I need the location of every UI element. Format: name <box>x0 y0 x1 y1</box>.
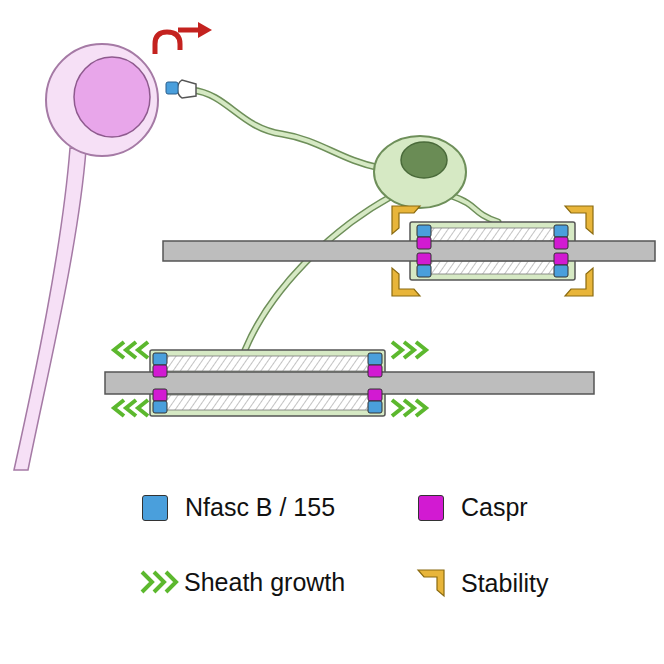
legend-label: Caspr <box>461 494 528 522</box>
oligodendrocyte-processes <box>192 90 498 350</box>
axon-initial <box>14 148 86 470</box>
lower-myelinated-axon <box>105 342 594 416</box>
oligodendrocyte <box>374 136 466 208</box>
stability-corners <box>392 206 593 296</box>
retraction-arrow <box>155 22 212 54</box>
legend-item: Caspr <box>418 494 528 522</box>
legend-symbol-slot <box>141 570 167 596</box>
growth-chevrons <box>114 342 426 416</box>
legend-corner-symbol <box>418 570 444 596</box>
legend-item: Stability <box>418 570 549 598</box>
legend-swatch <box>142 495 168 521</box>
legend-label: Nfasc B / 155 <box>185 494 335 522</box>
legend-swatch <box>418 495 444 521</box>
axon <box>163 241 655 261</box>
legend-label: Stability <box>461 570 549 598</box>
axon <box>105 372 594 394</box>
neuron <box>14 44 158 470</box>
legend-symbol-slot <box>418 571 444 597</box>
process-tip <box>166 80 196 98</box>
legend-chevron-symbol <box>142 572 176 592</box>
neuron-nucleus <box>74 57 150 137</box>
upper-myelinated-axon <box>163 206 655 296</box>
legend-item: Sheath growth <box>141 569 345 597</box>
neuron-soma <box>46 44 158 156</box>
legend-item: Nfasc B / 155 <box>142 494 335 522</box>
legend-label: Sheath growth <box>184 569 345 597</box>
